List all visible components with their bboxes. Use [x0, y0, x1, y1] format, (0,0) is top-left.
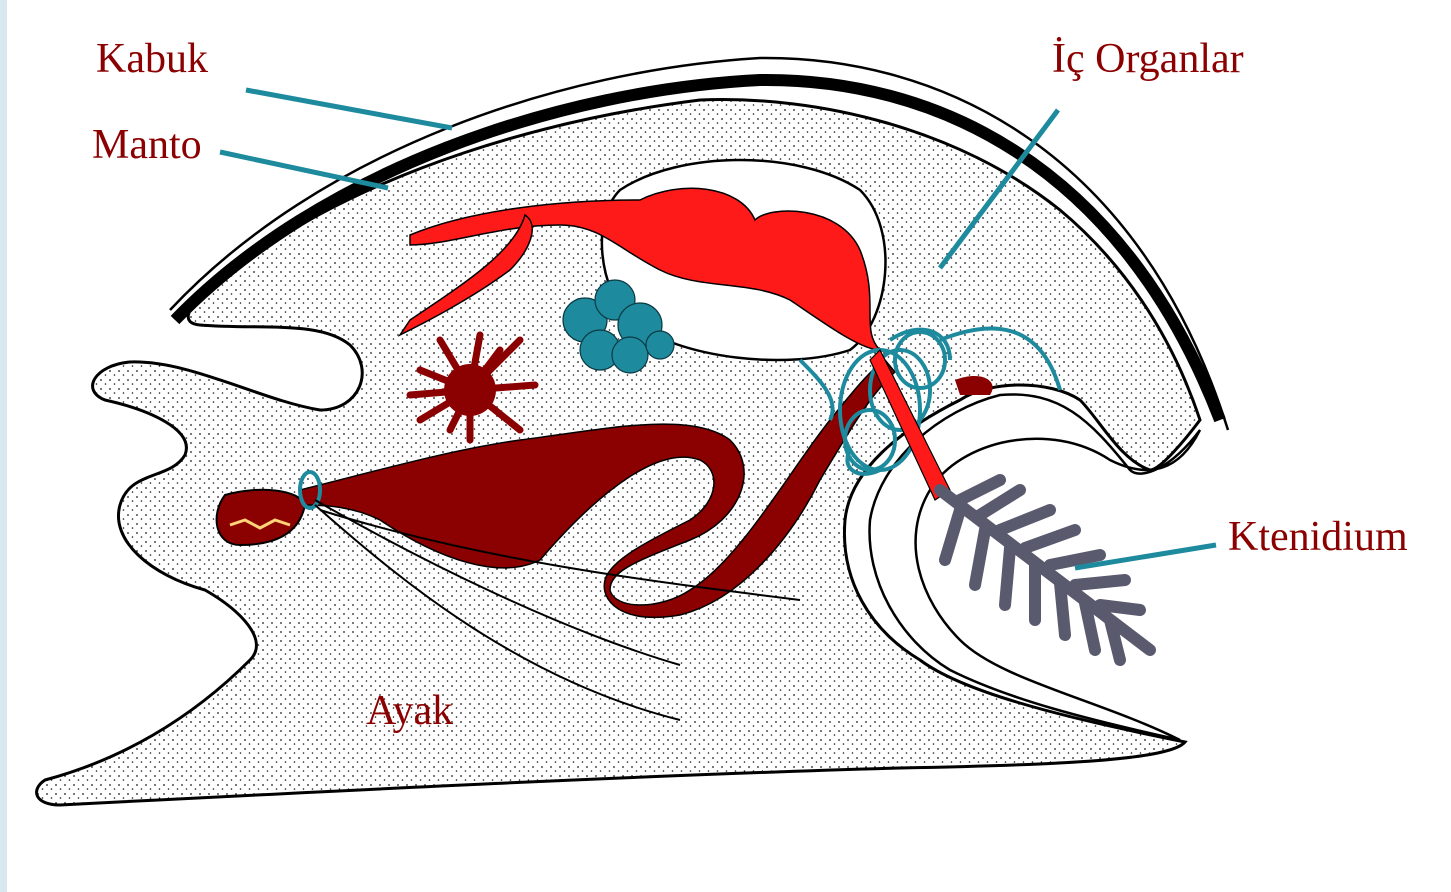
ctenidium-gill [940, 480, 1150, 660]
ganglion-core [444, 364, 496, 416]
label-kabuk: Kabuk [96, 38, 208, 80]
leader-kabuk [246, 90, 452, 128]
label-ktenidium: Ktenidium [1228, 516, 1408, 558]
label-manto: Manto [92, 124, 202, 166]
label-ayak: Ayak [366, 690, 453, 732]
gonad-duct [955, 376, 993, 395]
leader-manto [220, 152, 388, 188]
label-ic-organlar: İç Organlar [1052, 38, 1244, 80]
